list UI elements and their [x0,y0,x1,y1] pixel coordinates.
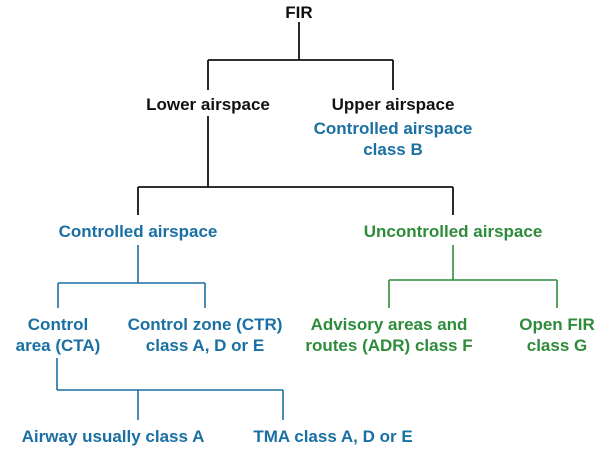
control-zone-line1: Control zone (CTR) [127,315,283,334]
fir-connectors [207,22,394,90]
control-area-line2: area (CTA) [15,336,101,355]
control-area-label: Control area (CTA) [4,314,112,356]
fir-label: FIR [285,3,313,22]
tma-label: TMA class A, D or E [253,427,413,446]
control-zone-line2: class A, D or E [145,336,265,355]
open-fir-label: Open FIR class G [503,314,600,356]
lower-airspace-label: Lower airspace [146,95,270,114]
controlled-airspace-label: Controlled airspace [58,222,218,241]
controlled-airspace-connectors [57,245,206,308]
upper-controlled-line1: Controlled airspace [313,119,473,138]
lower-airspace-connectors [137,116,454,215]
airway-label: Airway usually class A [21,427,205,446]
uncontrolled-airspace-label: Uncontrolled airspace [363,222,543,241]
advisory-line1: Advisory areas and [310,315,468,334]
upper-controlled-airspace-label: Controlled airspace class B [298,118,488,160]
advisory-areas-label: Advisory areas and routes (ADR) class F [299,314,479,356]
control-zone-label: Control zone (CTR) class A, D or E [113,314,297,356]
advisory-line2: routes (ADR) class F [305,336,473,355]
upper-controlled-line2: class B [363,140,423,159]
open-fir-line1: Open FIR [519,315,595,334]
control-area-connectors [56,358,284,420]
upper-airspace-label: Upper airspace [331,95,455,114]
uncontrolled-airspace-connectors [388,245,558,308]
open-fir-line2: class G [526,336,588,355]
control-area-line1: Control [27,315,89,334]
